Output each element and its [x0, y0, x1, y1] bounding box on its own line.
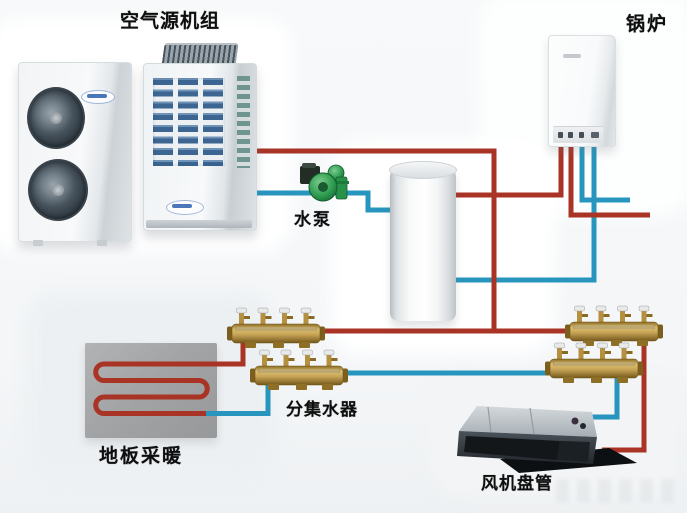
pipe-floorcoil-return [204, 382, 271, 416]
wall-hung-boiler [548, 35, 616, 147]
manifold-left-supply [226, 307, 326, 349]
floor-heating-panel [85, 343, 217, 438]
cold-return-pipes [204, 145, 630, 420]
floor-heating-coil [93, 341, 246, 416]
hot-supply-pipes [93, 145, 650, 453]
side-grille [237, 76, 250, 168]
label-floor-heating: 地板采暖 [99, 446, 184, 467]
label-water-pump: 水泵 [294, 210, 332, 229]
pipe-heatpump-supply [248, 148, 497, 332]
heat-pump-cabinet [143, 63, 257, 231]
faint-watermark-smudge [556, 479, 678, 503]
pipe-heatpump-return [248, 190, 392, 213]
boiler-knob [558, 132, 563, 138]
unit-base [146, 220, 252, 228]
pipe-tank-to-boiler-return [455, 145, 597, 283]
boiler-knob [568, 132, 573, 138]
boiler-control-panel [553, 126, 603, 143]
boiler-knob [579, 132, 584, 138]
pipe-fancoil-supply [602, 340, 647, 453]
label-boiler: 锅炉 [626, 14, 669, 35]
unit-foot [97, 240, 107, 246]
pipe-boiler-blue-stub [579, 145, 630, 203]
pipe-fancoil-return [591, 378, 620, 420]
label-fan-coil: 风机盘管 [481, 474, 553, 493]
unit-foot [33, 240, 43, 246]
fan-coil-device [457, 406, 637, 473]
boiler-display [591, 132, 599, 138]
heat-pump-unit-small [18, 62, 132, 246]
carrier-logo-oval [81, 90, 115, 104]
fan-icon [28, 159, 88, 221]
pipe-tank-to-boiler-supply [455, 145, 564, 198]
water-pump-device [300, 163, 349, 202]
label-manifold: 分集水器 [286, 400, 358, 419]
fan-icon [27, 87, 85, 149]
heat-pump-unit-large [143, 43, 257, 235]
manifold-right-return [544, 342, 644, 384]
boiler-logo [563, 54, 581, 58]
manifold-left-return [249, 349, 349, 391]
tank-top-cap [389, 161, 457, 179]
label-air-source-unit: 空气源机组 [120, 11, 221, 32]
pipe-boiler-red-stub [568, 145, 650, 218]
buffer-water-tank [389, 161, 457, 321]
manifold-right-supply [564, 305, 664, 347]
front-grille [153, 78, 225, 166]
carrier-logo-oval [166, 200, 204, 215]
